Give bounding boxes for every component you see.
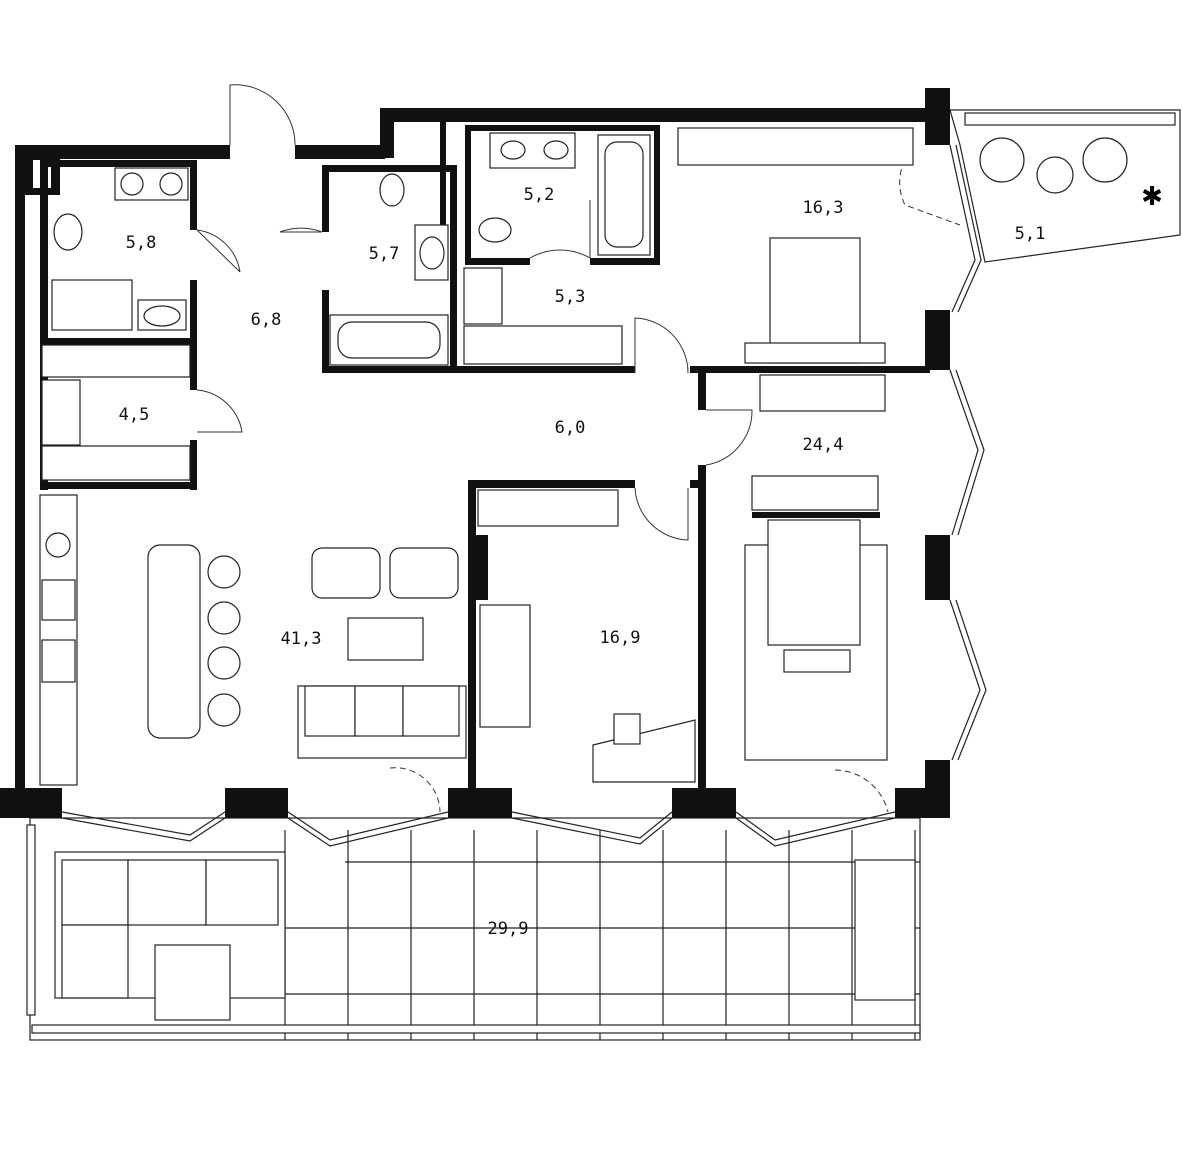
- wardrobes: [41, 267, 886, 527]
- room-area-corridor: 6,0: [555, 418, 586, 438]
- planter-strip: [26, 824, 36, 1016]
- outdoor-table: [154, 944, 231, 1021]
- plant-icon: ✱: [1141, 182, 1163, 211]
- room-area-terrace: 29,9: [488, 919, 529, 939]
- bathroom-fixtures: [51, 132, 651, 366]
- room-area-bathroom-3: 5,2: [524, 185, 555, 205]
- room-area-balcony: 5,1: [1015, 224, 1046, 244]
- room-area-bedroom-2: 16,9: [600, 628, 641, 648]
- room-area-bathroom-2: 5,7: [369, 244, 400, 264]
- planter: [854, 859, 916, 1001]
- room-labels: 5,8 6,8 5,7 5,2 5,3 16,3 5,1 4,5 6,0 24,…: [119, 185, 1046, 939]
- windows: [61, 144, 987, 847]
- planter-strip: [31, 1024, 921, 1034]
- room-area-bedroom-1: 16,3: [803, 198, 844, 218]
- beds: [479, 127, 914, 783]
- room-area-hallway: 6,8: [251, 310, 282, 330]
- room-area-wardrobe-1: 5,3: [555, 287, 586, 307]
- walls: [0, 88, 950, 818]
- balcony: ✱: [949, 109, 1181, 263]
- room-area-bathroom-1: 5,8: [126, 233, 157, 253]
- terrace: [26, 817, 921, 1041]
- room-area-living-kitchen: 41,3: [281, 629, 322, 649]
- living-furniture: [39, 494, 467, 786]
- room-area-wardrobe-2: 4,5: [119, 405, 150, 425]
- room-area-bedroom-master: 24,4: [803, 435, 844, 455]
- outdoor-sofa: [54, 851, 286, 1021]
